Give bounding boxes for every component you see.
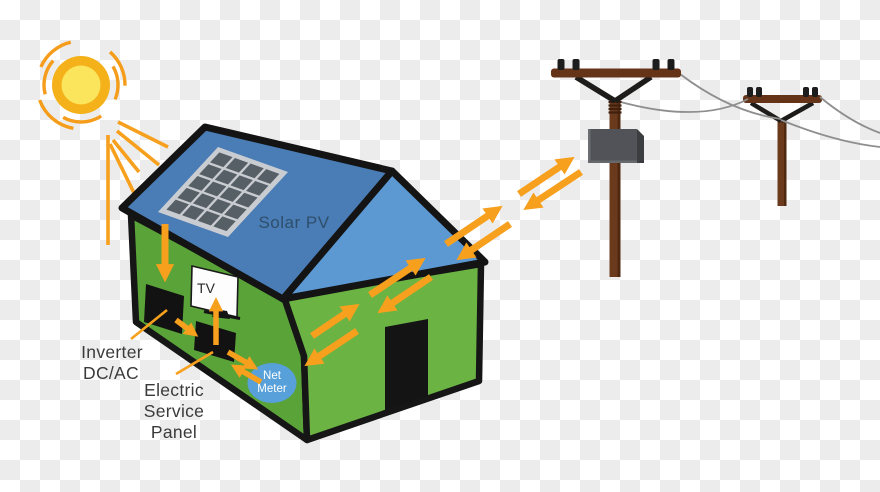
solar-panel <box>157 147 289 238</box>
pole-bracket <box>613 74 653 104</box>
pole-insulators <box>557 59 675 70</box>
pole-crossarm <box>743 95 822 103</box>
power-line <box>819 96 880 134</box>
power-line <box>679 73 782 120</box>
transformer-body <box>588 129 637 163</box>
utility-pole-near <box>551 59 681 277</box>
sun-core <box>61 65 101 105</box>
transformer-edge <box>588 160 637 163</box>
arrow-panel-to-meter <box>226 349 259 370</box>
power-line <box>616 98 749 113</box>
arrow-to-grid <box>310 303 360 339</box>
sun-beam <box>117 120 169 149</box>
sun-beam <box>115 129 161 167</box>
arrow-from-grid <box>456 221 512 261</box>
pole-bracket <box>574 74 617 104</box>
service-panel-label-line2: Service <box>144 401 204 421</box>
pole-bracket <box>779 101 815 123</box>
roof-gable <box>279 167 489 303</box>
service-panel-label-line1: Electric <box>144 380 204 400</box>
energy-flow-arrows <box>155 156 583 385</box>
utility-grid <box>551 59 880 277</box>
arrow-meter-to-panel <box>230 364 263 385</box>
tv-stand-bar <box>203 310 241 320</box>
arrow-from-grid <box>304 328 359 367</box>
inverter-label-line2: DC/AC <box>83 363 139 383</box>
transformer-edge <box>588 129 591 163</box>
service-panel-label-line3: Panel <box>151 422 197 442</box>
arrow-inverter-to-panel <box>174 317 199 337</box>
utility-pole-far <box>743 87 822 206</box>
sun-beams <box>106 120 169 245</box>
service-panel-leader-line <box>175 350 214 376</box>
arrow-to-grid <box>368 257 426 298</box>
pole-insulators <box>747 87 818 97</box>
power-lines <box>616 73 880 148</box>
net-meter-badge <box>247 363 297 403</box>
arrow-to-grid <box>444 205 503 247</box>
inverter-leader-line <box>130 308 168 341</box>
sun-ray-arc-outer <box>35 39 127 131</box>
sun-ray-arc-inner <box>42 46 120 124</box>
pole-coil <box>608 100 622 114</box>
power-line <box>780 119 880 148</box>
arrow-from-grid <box>377 274 433 314</box>
sun-icon <box>35 39 127 131</box>
pole-post-shade <box>617 99 621 277</box>
grid-exchange-arrows <box>304 156 583 367</box>
transformer-side <box>637 129 644 163</box>
sun-beam <box>108 143 138 198</box>
sun-beam <box>111 138 141 174</box>
arrow-from-grid <box>523 169 583 211</box>
pole-crossarm <box>551 68 681 78</box>
solar-pv-label: Solar PV <box>258 213 329 232</box>
solar-panel-cells <box>166 152 280 232</box>
pole-post <box>609 99 621 277</box>
transformer <box>588 129 644 163</box>
arrow-to-grid <box>517 156 575 197</box>
callouts: Inverter DC/AC Electric Service Panel <box>81 308 214 442</box>
pole-post <box>777 119 787 206</box>
door <box>385 319 428 410</box>
net-meter-label-line2: Meter <box>257 383 287 395</box>
net-meter-label-line1: Net <box>263 370 282 382</box>
tv-label: TV <box>197 280 216 296</box>
net-meter: Net Meter <box>247 363 297 403</box>
inverter-label-line1: Inverter <box>81 342 143 362</box>
pole-post-shade <box>784 119 787 206</box>
